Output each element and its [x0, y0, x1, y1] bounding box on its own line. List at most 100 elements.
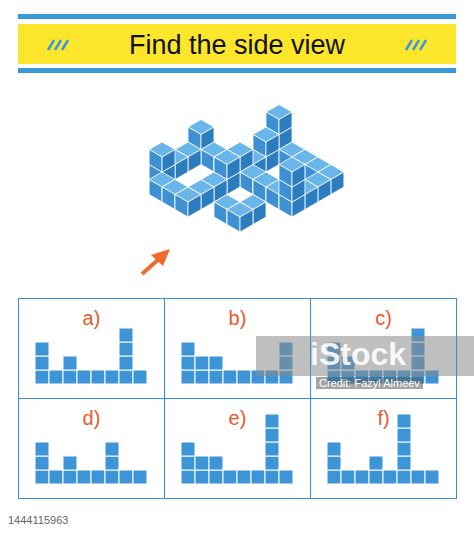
block-square	[63, 470, 77, 484]
block-square	[209, 370, 223, 384]
answer-panel: e)	[164, 398, 311, 499]
block-square	[105, 442, 119, 456]
cube-left	[266, 187, 279, 210]
block-square	[251, 470, 265, 484]
answer-panel: f)	[310, 398, 457, 499]
block-square	[133, 370, 147, 384]
block-square	[181, 356, 195, 370]
block-square	[265, 428, 279, 442]
block-square	[35, 342, 49, 356]
block-square	[265, 470, 279, 484]
block-square	[119, 356, 133, 370]
cube-right	[266, 135, 279, 158]
cube-right	[318, 180, 331, 203]
block-square	[265, 442, 279, 456]
image-id: 1444115963	[8, 514, 68, 526]
option-label: d)	[19, 407, 164, 430]
block-square	[77, 370, 91, 384]
banner	[18, 24, 456, 64]
block-square	[341, 470, 355, 484]
block-square	[91, 370, 105, 384]
block-square	[35, 470, 49, 484]
block-square	[265, 456, 279, 470]
block-square	[209, 470, 223, 484]
cube-right	[305, 187, 318, 210]
cube-right	[253, 202, 266, 225]
block-square	[63, 456, 77, 470]
banner-stripe	[18, 68, 456, 73]
cube-left	[227, 210, 240, 233]
block-square	[195, 370, 209, 384]
view-arrow	[142, 249, 170, 274]
cube-structure	[149, 105, 344, 233]
block-square	[181, 370, 195, 384]
option-label: a)	[19, 307, 164, 330]
cube-left	[240, 172, 253, 195]
block-square	[265, 414, 279, 428]
block-square	[369, 470, 383, 484]
block-square	[279, 470, 293, 484]
block-square	[355, 470, 369, 484]
block-square	[63, 356, 77, 370]
watermark: iStock	[310, 336, 406, 373]
title: Find the side view	[18, 28, 456, 62]
option-label: f)	[311, 407, 456, 430]
block-square	[35, 356, 49, 370]
watermark-band	[256, 336, 474, 376]
block-square	[209, 356, 223, 370]
block-square	[181, 442, 195, 456]
cube-right	[188, 195, 201, 218]
block-square	[397, 456, 411, 470]
block-square	[119, 370, 133, 384]
block-square	[105, 470, 119, 484]
cube-left	[279, 165, 292, 188]
cube-right	[279, 112, 292, 135]
block-square	[195, 356, 209, 370]
cube-left	[149, 180, 162, 203]
answer-panel: d)	[18, 398, 165, 499]
answer-silhouettes	[35, 328, 439, 484]
block-square	[223, 370, 237, 384]
block-square	[411, 470, 425, 484]
answer-panel: b)	[164, 298, 311, 399]
option-label: b)	[165, 307, 310, 330]
block-square	[209, 456, 223, 470]
block-square	[105, 370, 119, 384]
cube-left	[149, 150, 162, 173]
block-square	[397, 414, 411, 428]
cube-right	[240, 210, 253, 233]
block-square	[327, 442, 341, 456]
answer-panel: a)	[18, 298, 165, 399]
cube-right	[188, 150, 201, 173]
cube-right	[175, 157, 188, 180]
block-square	[105, 456, 119, 470]
option-label: c)	[311, 307, 456, 330]
option-label: e)	[165, 407, 310, 430]
block-square	[35, 456, 49, 470]
block-square	[397, 428, 411, 442]
block-square	[181, 470, 195, 484]
block-square	[49, 370, 63, 384]
block-square	[35, 370, 49, 384]
cube-right	[227, 157, 240, 180]
block-square	[63, 370, 77, 384]
cube-right	[201, 187, 214, 210]
block-square	[223, 470, 237, 484]
block-square	[119, 342, 133, 356]
cube-left	[162, 187, 175, 210]
cube-right	[331, 172, 344, 195]
block-square	[195, 456, 209, 470]
block-square	[181, 342, 195, 356]
block-square	[77, 470, 91, 484]
block-square	[237, 470, 251, 484]
block-square	[425, 470, 439, 484]
block-square	[237, 370, 251, 384]
block-square	[383, 470, 397, 484]
block-square	[327, 470, 341, 484]
cube-left	[175, 195, 188, 218]
banner-stripe	[18, 14, 456, 19]
cube-left	[214, 202, 227, 225]
block-square	[119, 470, 133, 484]
cube-right	[162, 150, 175, 173]
